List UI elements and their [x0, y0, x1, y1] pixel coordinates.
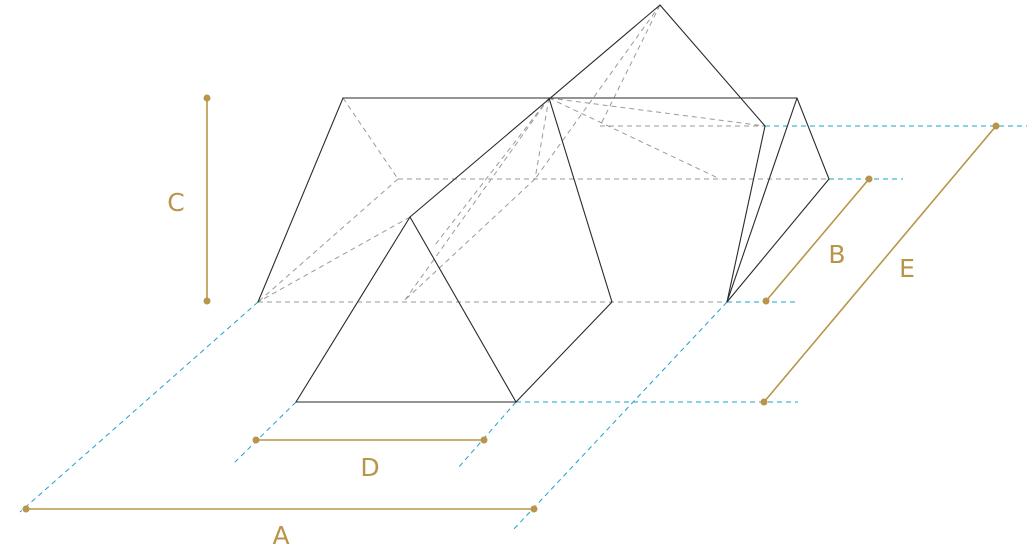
- dimension-endpoint: [865, 175, 873, 183]
- hidden-edge: [534, 4, 661, 180]
- box-right-ramp: [726, 125, 766, 303]
- hidden-edge: [342, 97, 399, 180]
- hidden-edge: [548, 97, 721, 180]
- hidden-edge: [599, 4, 661, 127]
- hidden-edge: [404, 97, 550, 301]
- ext-line-a-right: [512, 301, 728, 531]
- hidden-edge: [257, 216, 411, 303]
- dimension-endpoint: [203, 297, 211, 305]
- hidden-edge: [534, 97, 550, 180]
- dimension-endpoint: [760, 398, 768, 406]
- hidden-edge: [404, 178, 536, 301]
- dimension-label-b: B: [828, 240, 845, 269]
- ext-line-d-left: [231, 401, 297, 466]
- dimension-label-a: A: [272, 521, 289, 549]
- dimension-d: D: [252, 436, 488, 482]
- dimension-endpoint: [992, 122, 1000, 130]
- hidden-edges: [257, 4, 829, 303]
- hidden-edge: [257, 178, 399, 303]
- dimension-a: A: [22, 505, 538, 549]
- roof-right-line: [659, 4, 766, 127]
- dimension-endpoint: [480, 436, 488, 444]
- front-slope-edge: [515, 301, 613, 403]
- triangle-left-edge: [295, 216, 411, 403]
- dimension-endpoint: [530, 505, 538, 513]
- inner-diagonal: [548, 97, 613, 303]
- ext-line-a-left: [19, 301, 259, 513]
- dimension-endpoint: [203, 94, 211, 102]
- ext-line-d-right: [457, 401, 517, 469]
- dimension-endpoint: [252, 436, 260, 444]
- extension-lines: [19, 125, 1027, 531]
- dimension-label-e: E: [899, 254, 915, 283]
- dimension-e: E: [760, 122, 1000, 406]
- box-back-right-edge: [726, 97, 798, 303]
- dimension-label-d: D: [360, 453, 379, 482]
- dimension-line-e: [763, 125, 997, 403]
- dimension-line-b: [765, 178, 870, 302]
- dimension-label-c: C: [167, 188, 184, 217]
- solid-edges: [257, 4, 830, 403]
- roof-ridge-line: [409, 4, 661, 218]
- dimension-endpoint: [762, 297, 770, 305]
- dimension-endpoint: [22, 505, 30, 513]
- hidden-edge: [434, 97, 550, 246]
- triangle-right-edge: [409, 216, 517, 403]
- dimension-b: B: [762, 175, 873, 305]
- dimension-c: C: [167, 94, 211, 305]
- hidden-edge: [548, 97, 766, 127]
